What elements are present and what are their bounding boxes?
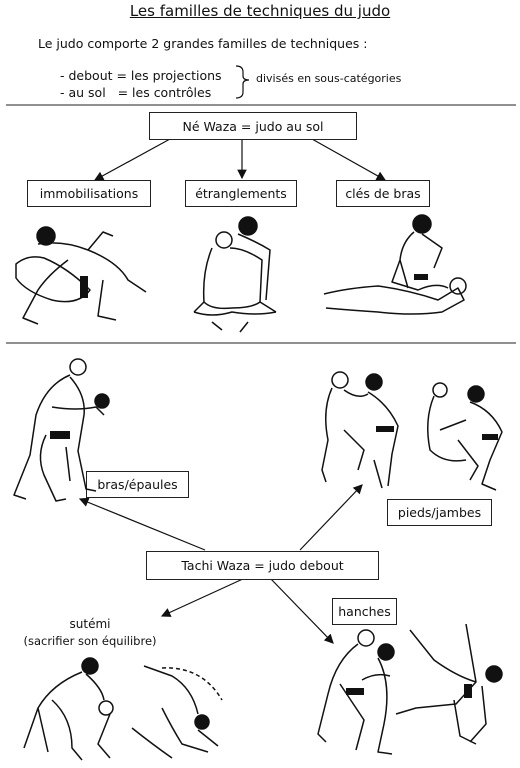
category-sutemi: sutémi [69, 617, 111, 631]
judoka-figure-immobilisation [8, 220, 158, 332]
judoka-figure-bras-epaules [6, 355, 112, 505]
category-bras-epaules: bras/épaules [86, 471, 189, 498]
sutemi-note: (sacrifier son équilibre) [23, 634, 157, 648]
judoka-figure-hanches [306, 624, 516, 764]
category-pieds-jambes: pieds/jambes [387, 499, 492, 526]
page-title: Les familles de techniques du judo [129, 2, 391, 20]
category-immobilisations: immobilisations [27, 180, 151, 207]
family-note: divisés en sous-catégories [256, 72, 402, 85]
category-hanches: hanches [332, 598, 397, 625]
judoka-figure-pieds-jambes-1 [314, 370, 410, 492]
intro-text: Le judo comporte 2 grandes familles de t… [38, 36, 368, 51]
category-etranglements: étranglements [185, 180, 297, 207]
judoka-figure-sutemi [12, 648, 240, 764]
tachi-waza-heading: Tachi Waza = judo debout [146, 551, 379, 580]
family-ground: - au sol = les contrôles [60, 85, 212, 100]
judoka-figure-etranglement [182, 212, 282, 340]
judoka-figure-cle-de-bras [318, 212, 470, 327]
judoka-figure-pieds-jambes-2 [420, 380, 516, 496]
category-cles-de-bras: clés de bras [336, 180, 430, 207]
family-standing: - debout = les projections [60, 68, 222, 83]
ne-waza-heading: Né Waza = judo au sol [149, 112, 357, 140]
